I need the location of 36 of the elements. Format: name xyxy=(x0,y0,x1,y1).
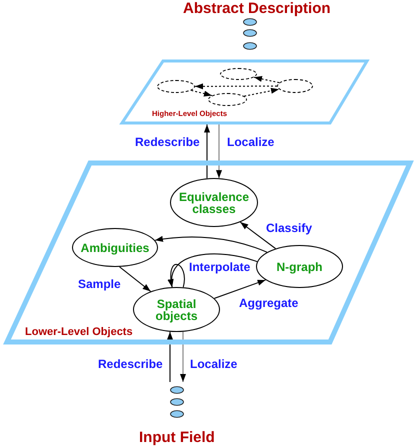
edge-label: Redescribe xyxy=(98,357,163,371)
ellipse-node xyxy=(256,245,343,288)
edge-label: Localize xyxy=(190,357,238,371)
edge-label: Aggregate xyxy=(239,296,298,310)
dashed-ellipse xyxy=(220,68,257,80)
arrow xyxy=(167,331,173,382)
ellipse-node xyxy=(72,228,158,267)
node-label: Spatial objects xyxy=(154,298,198,322)
arrow xyxy=(216,124,222,179)
arrow xyxy=(154,236,268,253)
dotted-arrow xyxy=(253,76,280,84)
dotted-arrow xyxy=(190,90,212,97)
dotted-arrow xyxy=(194,83,278,90)
dashed-ellipse xyxy=(277,79,313,93)
edge-label: Interpolate xyxy=(189,260,250,274)
arrow xyxy=(119,266,152,292)
node-label: Ambiguities xyxy=(80,242,150,254)
edge-label: Redescribe xyxy=(135,135,200,149)
edge-label: Sample xyxy=(78,277,121,291)
arrow xyxy=(180,331,186,382)
arrow xyxy=(214,279,266,299)
level-title: Input Field xyxy=(139,429,215,446)
dashed-ellipse xyxy=(157,80,195,93)
edge-label: Classify xyxy=(266,221,312,235)
ellipse-node xyxy=(133,287,220,332)
arrow xyxy=(168,264,185,288)
dotted-arrow xyxy=(244,88,280,97)
edge-label: Localize xyxy=(227,135,274,149)
node-label: Equivalence classes xyxy=(178,190,250,214)
arrow xyxy=(204,124,210,179)
plane-label: Lower-Level Objects xyxy=(25,326,133,339)
level-title: Abstract Description xyxy=(183,0,331,17)
node-label: N-graph xyxy=(276,260,322,272)
ellipse-node xyxy=(170,178,258,227)
arrow xyxy=(240,222,276,250)
dashed-ellipse xyxy=(208,93,247,106)
